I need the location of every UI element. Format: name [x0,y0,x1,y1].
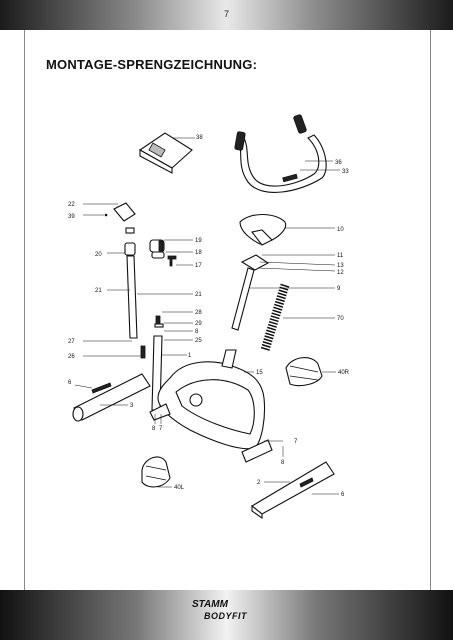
label-40l: 40L [174,485,185,491]
label-27: 27 [68,339,75,345]
label-21-left: 21 [95,288,102,294]
clamp-parts [149,239,193,267]
left-pedal-part [141,456,172,488]
label-20: 20 [95,252,102,258]
label-7-rear: 7 [294,439,298,445]
main-frame-part [149,349,273,463]
label-28: 28 [195,310,202,316]
label-11: 11 [337,253,344,259]
label-6-rear: 6 [341,492,345,498]
console-part [138,132,195,174]
saddle-part [239,213,335,246]
handlebar-part [234,114,340,193]
logo-bodyfit: BODYFIT [204,611,247,621]
front-stabilizer-part [72,373,151,422]
label-8-post: 8 [195,329,199,335]
label-15: 15 [256,370,263,376]
bolts-part [154,414,162,424]
label-3: 3 [130,403,134,409]
footer-band [0,590,453,640]
logo-stamm: STAMM [192,599,228,610]
rear-bolts-part [264,440,284,457]
label-70: 70 [337,316,344,322]
label-36: 36 [335,160,342,166]
page-frame [24,30,431,590]
label-7-bolt: 7 [159,426,163,432]
spring-part [260,283,335,352]
page-number: 7 [223,9,229,19]
rear-stabilizer-part [251,461,339,520]
label-19: 19 [195,238,202,244]
label-12: 12 [337,270,344,276]
label-8-rear: 8 [281,460,285,466]
header-band [0,0,453,30]
label-22: 22 [68,202,75,208]
label-13: 13 [337,263,344,269]
label-38: 38 [196,135,203,141]
label-6-front: 6 [68,380,72,386]
label-9: 9 [337,286,341,292]
page-title: MONTAGE-SPRENGZEICHNUNG: [46,57,258,72]
label-2: 2 [257,480,261,486]
label-33: 33 [342,169,349,175]
label-17: 17 [195,263,202,269]
label-39: 39 [68,214,75,220]
label-40r: 40R [338,370,350,376]
brand-logo: STAMM BODYFIT [192,599,272,629]
label-26: 26 [68,354,75,360]
label-1: 1 [188,353,192,359]
right-pedal-part [285,357,336,387]
label-25: 25 [195,338,202,344]
label-21-right: 21 [195,292,202,298]
label-8-bolt: 8 [152,426,156,432]
seat-post-part [231,254,336,331]
label-29: 29 [195,321,202,327]
label-10: 10 [337,227,344,233]
handle-post-part [83,202,193,359]
label-18: 18 [195,250,202,256]
